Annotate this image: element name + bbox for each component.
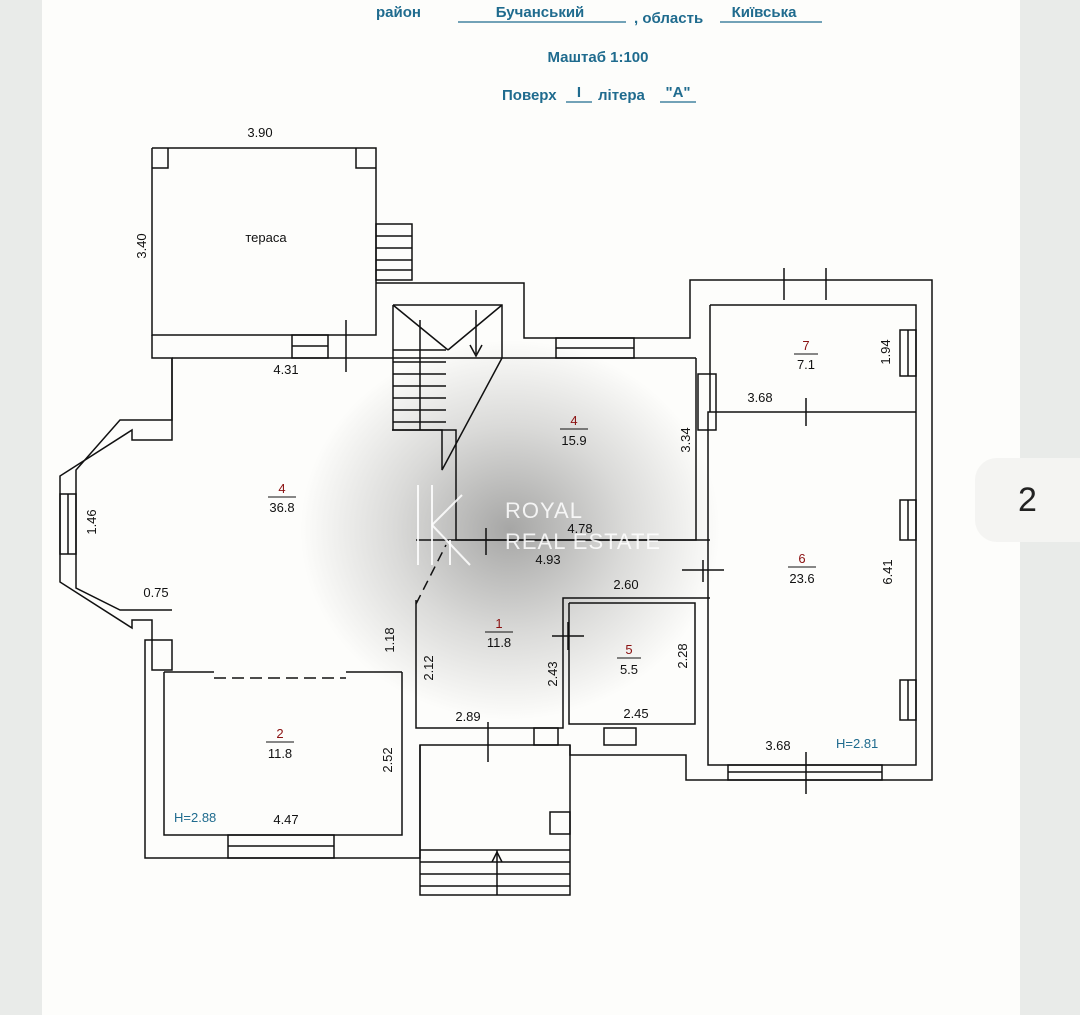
room-hall-area: 15.9 <box>561 433 586 448</box>
dim-room1-upper: 1.18 <box>382 627 397 652</box>
room-1-area: 11.8 <box>487 635 511 650</box>
dimension-labels: 3.90 3.40 4.31 1.46 0.75 3.34 4.78 4.93 … <box>84 125 895 827</box>
watermark: ROYAL REAL ESTATE <box>417 485 661 566</box>
dim-room1-width: 2.89 <box>455 709 480 724</box>
dim-bay-width: 1.46 <box>84 509 99 534</box>
room-2-area: 11.8 <box>268 746 292 761</box>
district-value: Бучанський <box>496 4 585 21</box>
watermark-line2: REAL ESTATE <box>505 529 661 554</box>
dim-room1-left: 2.12 <box>421 655 436 680</box>
letter-value: "А" <box>665 84 690 101</box>
dim-room5-depth: 2.28 <box>675 643 690 668</box>
room-living-number: 4 <box>278 481 285 496</box>
dim-hall-depth: 3.34 <box>678 427 693 452</box>
height-left: H=2.88 <box>174 810 216 825</box>
dim-terrace-width: 3.90 <box>247 125 272 140</box>
room-6-area: 23.6 <box>789 571 814 586</box>
plan-sheet <box>42 0 1020 1015</box>
room-hall-number: 4 <box>570 413 577 428</box>
room-labels: тераса 4 36.8 4 15.9 7 7.1 6 23.6 1 11.8… <box>245 230 818 761</box>
plan-header: район Бучанський , область Київська Машт… <box>376 4 822 104</box>
dim-room5-top: 2.60 <box>613 577 638 592</box>
room-2-number: 2 <box>276 726 283 741</box>
dim-room7-depth: 1.94 <box>878 339 893 364</box>
dim-hall-width: 4.78 <box>567 521 592 536</box>
dim-room6-depth: 6.41 <box>880 559 895 584</box>
walls <box>59 147 933 896</box>
room-living-area: 36.8 <box>269 500 294 515</box>
dim-bay-side: 0.75 <box>143 585 168 600</box>
region-label: , область <box>634 10 703 27</box>
dim-room2-depth: 2.52 <box>380 747 395 772</box>
page-number: 2 <box>1018 480 1037 519</box>
district-label: район <box>376 4 421 21</box>
dim-room5-width: 2.45 <box>623 706 648 721</box>
height-right: H=2.81 <box>836 736 878 751</box>
watermark-line1: ROYAL <box>505 498 583 523</box>
room-5-number: 5 <box>625 642 632 657</box>
dim-terrace-depth: 3.40 <box>134 233 149 258</box>
room-1-number: 1 <box>495 616 502 631</box>
room-7-area: 7.1 <box>797 357 815 372</box>
dim-room2-width: 4.47 <box>273 812 298 827</box>
dim-room6-width: 3.68 <box>765 738 790 753</box>
floor-label: Поверх <box>502 87 557 104</box>
page-number-badge[interactable]: 2 <box>975 458 1080 542</box>
dim-living-width: 4.31 <box>273 362 298 377</box>
room-5-area: 5.5 <box>620 662 638 677</box>
watermark-logo-icon <box>417 485 471 566</box>
letter-label: літера <box>598 87 646 104</box>
terrace-label: тераса <box>245 230 287 245</box>
region-value: Київська <box>732 4 798 21</box>
dim-room1-right: 2.43 <box>545 661 560 686</box>
dim-corridor-width: 4.93 <box>535 552 560 567</box>
dim-room7-width: 3.68 <box>747 390 772 405</box>
room-6-number: 6 <box>798 551 805 566</box>
scale-label: Маштаб 1:100 <box>547 49 648 66</box>
room-7-number: 7 <box>802 338 809 353</box>
floor-value: I <box>577 84 581 101</box>
